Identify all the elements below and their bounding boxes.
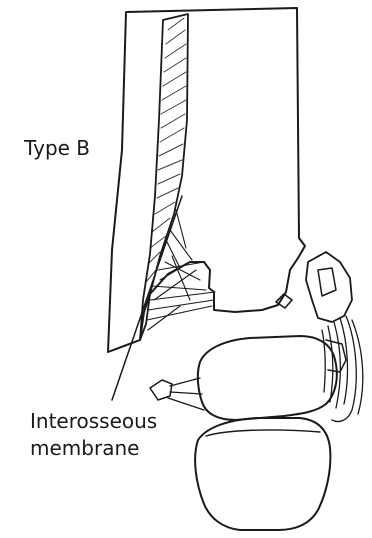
tibia-bone [108,8,305,352]
medial-malleolus [306,252,352,322]
callout-label-line1: Interosseous [30,408,157,435]
calcaneus-bone [195,418,330,530]
callout-label-line2: membrane [30,435,139,462]
callout-pointer-line [112,196,182,400]
talus-bone [198,336,337,420]
calcaneus-joint-line [206,430,320,436]
fibula-bone [140,14,188,340]
malleolus-fragment [318,268,336,296]
fracture-type-label: Type B [24,135,90,162]
lateral-process-fragment [150,380,172,400]
